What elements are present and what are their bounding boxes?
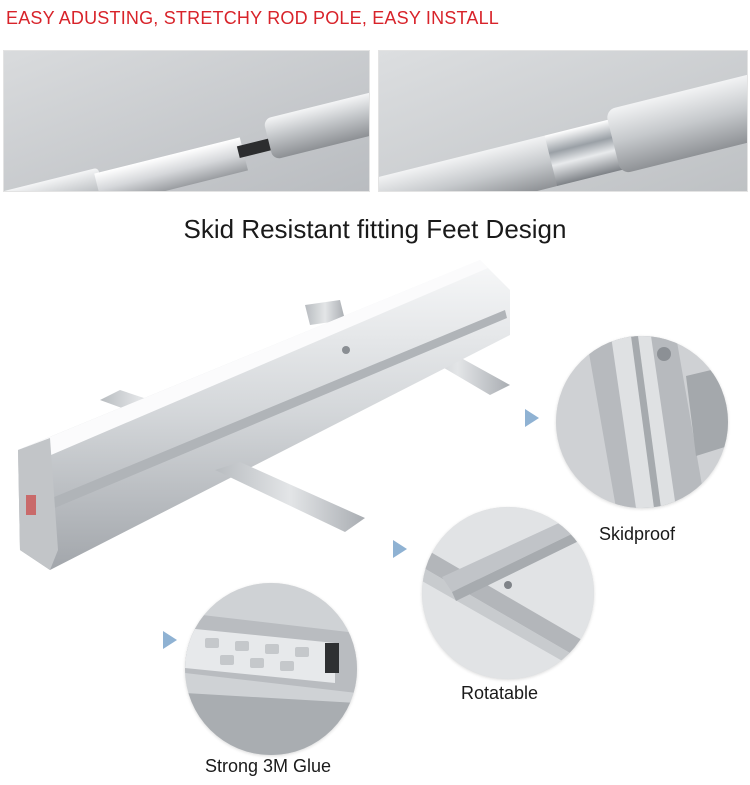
rotatable-zoom-circle [422, 507, 594, 679]
feature-label-rotatable: Rotatable [461, 683, 539, 703]
banner-base-illustration [10, 250, 530, 590]
headline: EASY ADUSTING, STRETCHY ROD POLE, EASY I… [6, 8, 500, 28]
glue-zoom-circle [185, 583, 357, 755]
feature-label-glue: Strong 3M Glue [205, 756, 332, 776]
pointer-triangle-icon [525, 409, 539, 427]
feature-label-skidproof: Skidproof [599, 524, 676, 544]
pointer-triangle-icon [393, 540, 407, 558]
pole-photo-left [3, 50, 370, 192]
pole-photo-right [378, 50, 748, 192]
section-title: Skid Resistant fitting Feet Design [183, 214, 567, 244]
skidproof-zoom-circle [556, 336, 728, 508]
pointer-triangle-icon [163, 631, 177, 649]
